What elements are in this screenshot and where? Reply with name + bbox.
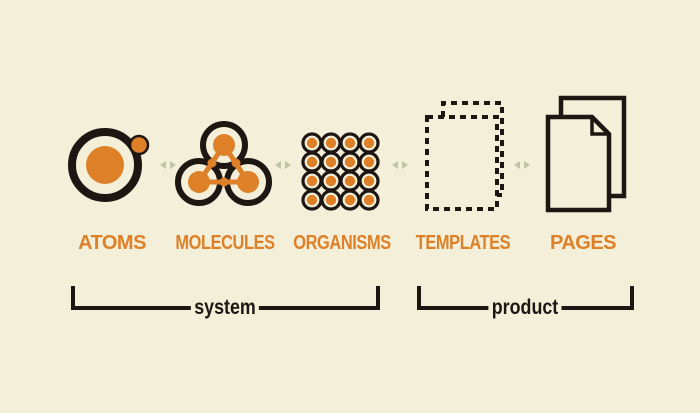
organism-grid-icon — [301, 132, 380, 211]
organism-cell-core — [306, 156, 318, 168]
double-arrow-icon — [160, 161, 176, 169]
organism-cell-core — [363, 137, 375, 149]
organism-cell-core — [344, 175, 356, 187]
stage-label-templates: TEMPLATES — [415, 232, 511, 254]
atom-icon — [68, 128, 150, 202]
organism-cell-core — [363, 175, 375, 187]
organism-cell-core — [325, 156, 337, 168]
double-arrow-icon — [514, 161, 530, 169]
organism-cell-core — [325, 194, 337, 206]
stage-label-atoms: ATOMS — [78, 232, 146, 254]
organism-cell-core — [344, 156, 356, 168]
organism-cell-core — [325, 137, 337, 149]
organism-cell-core — [306, 175, 318, 187]
group-label-product: product — [488, 296, 562, 320]
group-label-system: system — [190, 296, 260, 320]
organism-cell-core — [363, 156, 375, 168]
double-arrow-icon — [392, 161, 408, 169]
stage-label-organisms: ORGANISMS — [293, 232, 391, 254]
organism-cell-core — [306, 137, 318, 149]
organism-cell-core — [325, 175, 337, 187]
organism-cell-core — [344, 194, 356, 206]
stage-label-pages: PAGES — [549, 232, 617, 254]
organism-cell-core — [306, 194, 318, 206]
stage-label-molecules: MOLECULES — [175, 232, 275, 254]
molecule-icon — [175, 121, 272, 206]
organism-cell-core — [363, 194, 375, 206]
stacked-pages-icon — [545, 95, 627, 213]
double-arrow-icon — [275, 161, 291, 169]
dashed-page-icon — [425, 101, 504, 211]
organism-cell-core — [344, 137, 356, 149]
